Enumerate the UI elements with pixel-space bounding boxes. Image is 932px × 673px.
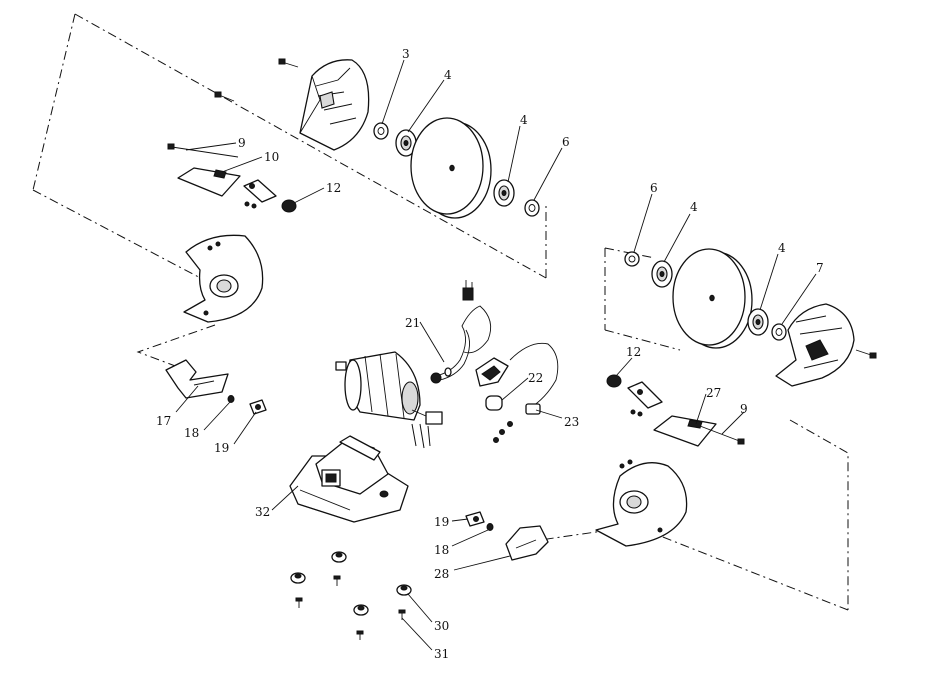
callout-17: 17 [156, 414, 171, 428]
callout-27: 27 [706, 386, 721, 400]
switch-screws [493, 421, 513, 443]
callout-21: 21 [405, 316, 420, 330]
callout-32: 32 [255, 505, 270, 519]
washer-right [486, 523, 494, 531]
callout-22: 22 [528, 371, 543, 385]
callout-4-right-inner: 4 [690, 200, 698, 214]
callout-7: 7 [816, 261, 824, 275]
callout-23: 23 [564, 415, 579, 429]
grinding-wheel-left [410, 117, 492, 219]
callout-4-left-inner: 4 [520, 113, 528, 127]
grinding-wheel-right [672, 248, 753, 349]
flange-right-outer [747, 308, 769, 336]
callout-12-right: 12 [626, 345, 641, 359]
callout-4-left-outer: 4 [444, 68, 452, 82]
callout-labels: 3 4 4 6 9 10 12 6 4 4 7 21 12 22 27 9 23… [156, 47, 824, 661]
eye-shield-right [653, 415, 717, 447]
knob-left [281, 199, 297, 213]
wheel-guard-left-lower [183, 234, 264, 323]
flange-left-inner [493, 179, 515, 207]
callout-9-right: 9 [740, 402, 748, 416]
flange-right-inner [651, 260, 673, 288]
foot-screws [295, 575, 406, 640]
callout-19-left: 19 [214, 441, 229, 455]
knob-right [606, 374, 622, 388]
callout-9-left: 9 [238, 136, 246, 150]
wheel-guard-left [299, 59, 370, 151]
nut-left [373, 122, 389, 140]
foot-3 [353, 604, 369, 616]
callout-19-right: 19 [434, 515, 449, 529]
wheel-guard-right-lower [595, 459, 688, 547]
callout-28: 28 [434, 567, 449, 581]
switch-assembly [475, 342, 559, 415]
wheel-guard-right [775, 303, 877, 387]
callout-31: 31 [434, 647, 449, 661]
power-cord [430, 280, 492, 384]
callout-4-right-outer: 4 [778, 241, 786, 255]
callout-10: 10 [264, 150, 279, 164]
callout-18-left: 18 [184, 426, 199, 440]
bolt-right-long [699, 425, 745, 445]
nut-right-inner [624, 251, 640, 267]
foot-4 [396, 584, 412, 596]
washer-left [227, 395, 235, 403]
callout-12-left: 12 [326, 181, 341, 195]
shield-bracket-left [243, 179, 277, 209]
screw-guard-top [278, 58, 299, 68]
grinder-base [289, 435, 409, 523]
callout-6-left: 6 [562, 135, 570, 149]
callout-3: 3 [402, 47, 410, 61]
screw-guard-mid [214, 91, 235, 102]
foot-2 [290, 572, 306, 584]
bolt-left-long [167, 143, 239, 158]
nut-left-inner [524, 199, 540, 217]
shield-bracket-right [627, 381, 663, 417]
callout-30: 30 [434, 619, 449, 633]
knob-rest-right [465, 511, 485, 527]
tool-rest-left [165, 359, 229, 399]
knob-rest-left [249, 399, 267, 415]
callout-6-right: 6 [650, 181, 658, 195]
leader-lines [175, 59, 817, 651]
foot-1 [331, 551, 347, 563]
eye-shield-left [177, 167, 241, 197]
assembly-boundary-lines [32, 13, 849, 611]
callout-18-right: 18 [434, 543, 449, 557]
motor [335, 351, 443, 449]
nut-right-outer [771, 323, 787, 341]
tool-rest-right [505, 525, 549, 561]
